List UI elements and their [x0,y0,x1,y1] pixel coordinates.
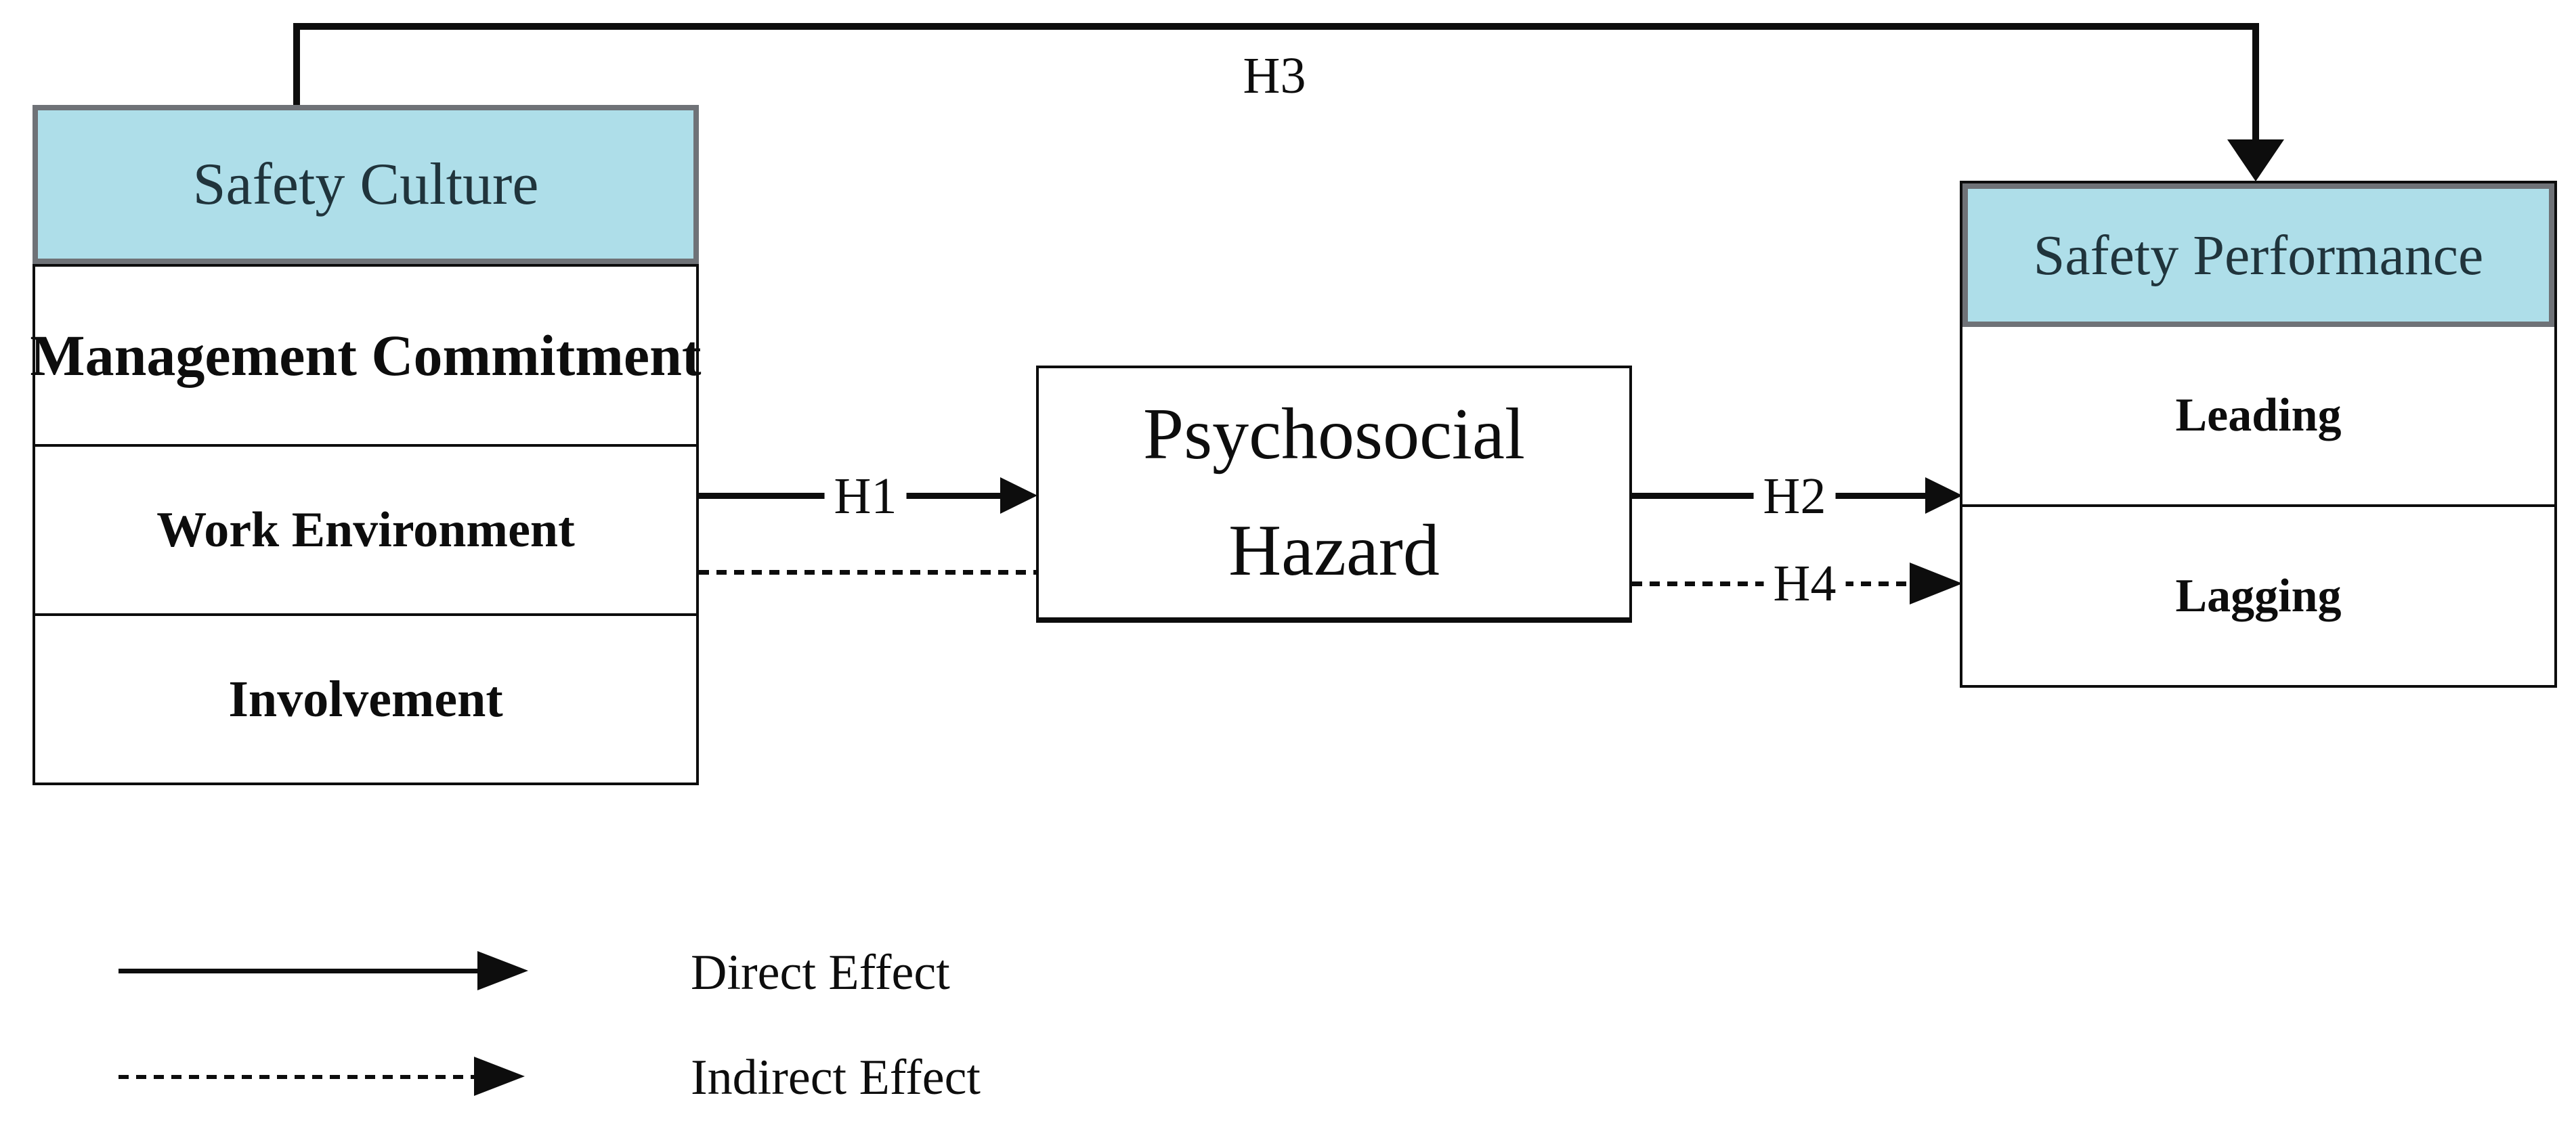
factor-label-work-environment: Work Environment [156,502,575,558]
legend-indirect-effect-label: Indirect Effect [691,1050,981,1105]
h3-arrowhead-icon [2227,139,2284,181]
factor-row-involvement: Involvement [35,616,696,783]
safety-performance-header: Safety Performance [1962,183,2554,327]
h3-connector-left-segment [293,26,300,106]
indicator-label-lagging: Lagging [2175,569,2342,622]
indicator-row-lagging: Lagging [1962,507,2554,685]
psychosocial-hazard-title: Psychosocial Hazard [1143,394,1525,591]
factor-label-management-commitment: Management Commitment [30,323,702,388]
h1-hypothesis-label: H1 [824,469,907,523]
indirect-connector-left-dashed-line [699,570,1036,575]
h3-connector-right-segment [2252,23,2259,142]
safety-culture-title: Safety Culture [192,152,539,217]
h4-hypothesis-label: H4 [1763,556,1846,611]
h1-arrowhead-icon [1000,477,1037,514]
factor-row-management-commitment: Management Commitment [30,267,702,447]
psychosocial-hazard-box: Psychosocial Hazard [1036,366,1632,623]
h3-hypothesis-label: H3 [1243,47,1306,104]
safety-culture-header: Safety Culture [33,105,699,264]
indicator-row-leading: Leading [1962,327,2554,507]
legend-direct-effect-arrowhead-icon [477,951,528,990]
indicator-label-leading: Leading [2175,389,2342,441]
h4-arrowhead-icon [1910,563,1962,604]
h3-connector-top-segment [293,23,2258,30]
h2-arrowhead-icon [1925,477,1962,514]
legend-indirect-effect-arrowhead-icon [474,1057,525,1096]
legend-indirect-effect-dashed-line [119,1075,477,1079]
safety-performance-title: Safety Performance [2033,223,2484,287]
legend-direct-effect-label: Direct Effect [691,945,950,1000]
safety-performance-box: Safety Performance Leading Lagging [1960,181,2557,688]
factor-label-involvement: Involvement [228,670,503,728]
safety-culture-factor-list: Management Commitment Work Environment I… [30,264,702,785]
factor-row-work-environment: Work Environment [35,447,696,616]
h2-hypothesis-label: H2 [1753,469,1836,523]
legend-direct-effect-line [119,969,481,973]
